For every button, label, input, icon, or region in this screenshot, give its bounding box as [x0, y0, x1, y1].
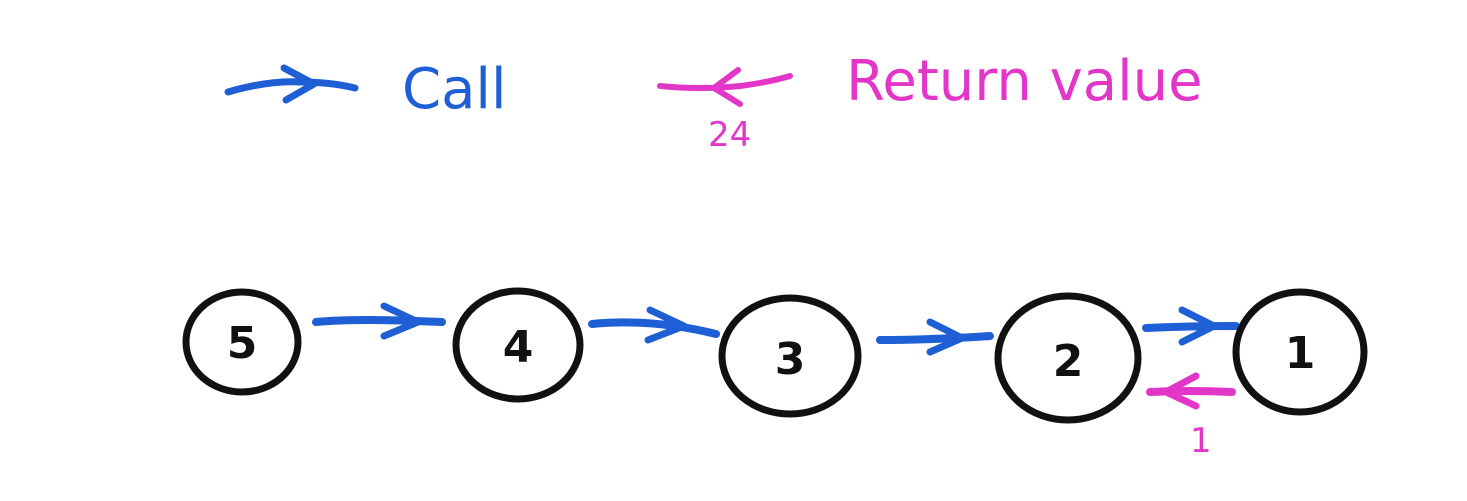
node-5-circle [182, 288, 302, 396]
return-arrow-value: 1 [1190, 421, 1212, 461]
call-arrow-2-to-1 [1142, 306, 1240, 346]
node-4-label: 4 [503, 322, 534, 373]
node-1-circle [1232, 288, 1368, 416]
node-2-label: 2 [1053, 336, 1084, 387]
legend-call-label: Call [402, 57, 507, 122]
node-1: 1 [1232, 288, 1368, 416]
node-5: 5 [182, 288, 302, 396]
call-arrow-5-to-4 [312, 302, 446, 340]
legend-return-label: Return value [846, 49, 1203, 114]
legend-return-example-value: 24 [708, 115, 751, 155]
call-arrow-4-to-3 [588, 306, 720, 344]
legend-call-arrowhead [280, 64, 318, 104]
node-3-label: 3 [775, 334, 806, 385]
node-1-label: 1 [1285, 328, 1316, 379]
node-2: 2 [994, 292, 1142, 424]
legend-call-arrow [224, 78, 359, 96]
legend-call: Call [224, 57, 507, 122]
node-3-circle [718, 294, 862, 418]
call-arrows [312, 302, 1240, 356]
node-5-label: 5 [227, 318, 258, 369]
legend-return-arrowhead [711, 67, 743, 107]
node-4: 4 [452, 287, 584, 403]
return-arrow-1-to-2: 1 [1146, 372, 1236, 461]
node-3: 3 [718, 294, 862, 418]
node-2-circle [994, 292, 1142, 424]
legend-return: 24 Return value [657, 49, 1203, 155]
legend-return-arrow [657, 73, 793, 91]
node-4-circle [452, 287, 584, 403]
call-arrow-3-to-2 [876, 318, 994, 356]
